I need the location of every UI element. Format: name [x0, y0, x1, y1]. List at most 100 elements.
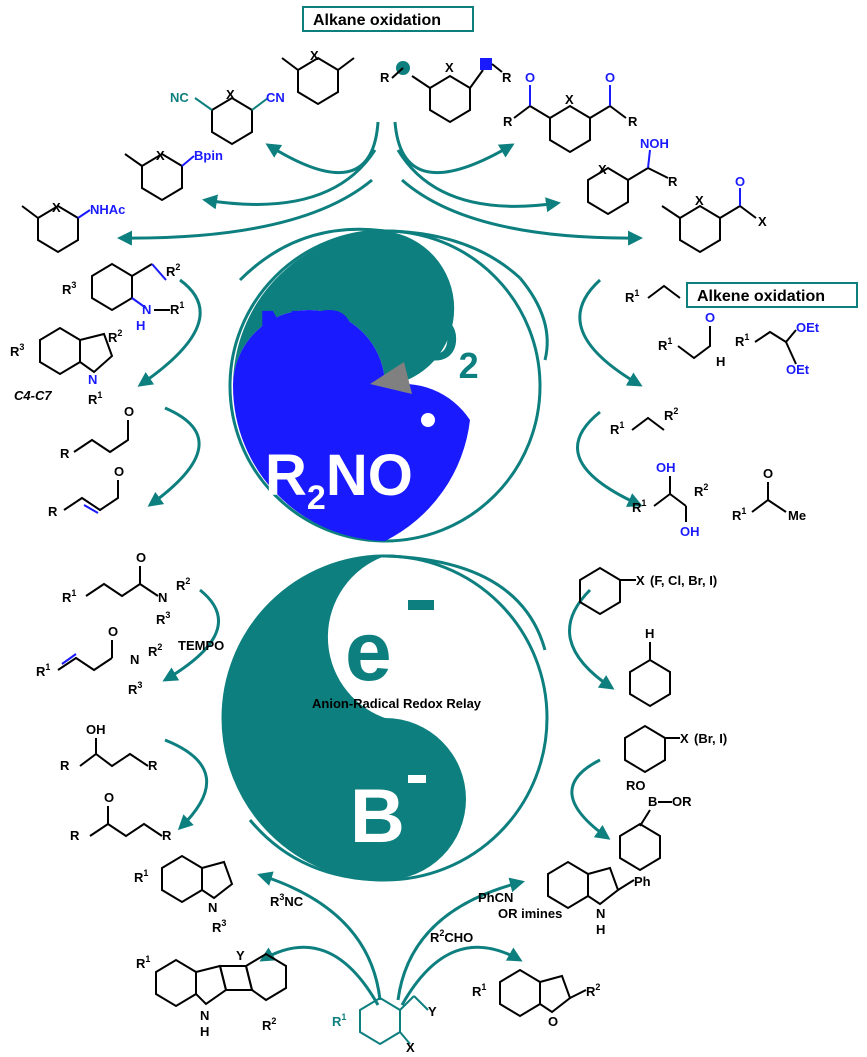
svg-text:X: X — [636, 573, 645, 588]
svg-text:X: X — [445, 60, 454, 75]
svg-text:R1: R1 — [632, 498, 646, 515]
svg-text:OH: OH — [86, 722, 106, 737]
svg-text:Alkene oxidation: Alkene oxidation — [697, 288, 825, 305]
b-minus — [408, 775, 426, 783]
svg-text:Alkane oxidation: Alkane oxidation — [313, 12, 441, 29]
svg-text:R: R — [162, 828, 172, 843]
svg-text:NC: NC — [170, 90, 189, 105]
svg-text:X: X — [565, 92, 574, 107]
svg-text:X: X — [156, 148, 165, 163]
svg-text:R2: R2 — [176, 576, 190, 593]
blue-region — [233, 310, 470, 541]
svg-text:R: R — [48, 504, 58, 519]
svg-text:R3: R3 — [212, 918, 226, 935]
svg-text:R3: R3 — [128, 680, 142, 697]
mol-diol: R1 OH OH R2 — [632, 460, 708, 539]
bottom-yinyang: e Anion-Radical Redox Relay B — [221, 554, 549, 882]
svg-text:RO: RO — [626, 778, 646, 793]
svg-text:N: N — [208, 900, 217, 915]
top-arrows — [117, 121, 643, 1006]
tempo-label: TEMPO — [178, 638, 224, 653]
svg-text:X: X — [52, 200, 61, 215]
mol-benzofuran: R2 O R1 R2CHO — [430, 928, 600, 1029]
svg-text:R2: R2 — [148, 642, 162, 659]
svg-text:O: O — [705, 310, 715, 325]
svg-text:C4-C7: C4-C7 — [14, 388, 52, 403]
relay-label: Anion-Radical Redox Relay — [312, 696, 482, 711]
svg-text:PhCN: PhCN — [478, 890, 513, 905]
svg-text:X: X — [406, 1040, 415, 1055]
svg-text:OR: OR — [672, 794, 692, 809]
svg-text:N: N — [158, 590, 167, 605]
svg-text:O: O — [763, 466, 773, 481]
svg-text:O: O — [124, 404, 134, 419]
svg-text:R: R — [380, 70, 390, 85]
mol-aryl-bri: X (Br, I) — [624, 724, 727, 774]
svg-text:O: O — [136, 550, 146, 565]
svg-text:R1: R1 — [625, 288, 639, 305]
mol-aminostyrene: R2 N H R1 R3 — [62, 262, 184, 333]
svg-text:R: R — [502, 70, 512, 85]
svg-text:R1: R1 — [88, 390, 102, 407]
svg-text:R1: R1 — [658, 336, 672, 353]
svg-text:H: H — [716, 354, 725, 369]
svg-text:R1: R1 — [136, 954, 150, 971]
mol-benzene: H — [629, 626, 671, 708]
svg-text:R1: R1 — [62, 588, 76, 605]
svg-text:X: X — [695, 193, 704, 208]
mol-acetal: R1 O H R1 OEt OEt — [658, 310, 820, 377]
svg-text:R: R — [70, 828, 80, 843]
svg-text:R1: R1 — [472, 982, 486, 999]
svg-text:R2: R2 — [262, 1016, 276, 1033]
svg-text:R1: R1 — [134, 868, 148, 885]
svg-text:Y: Y — [236, 948, 245, 963]
svg-text:R1: R1 — [36, 662, 50, 679]
svg-text:CN: CN — [266, 90, 285, 105]
svg-text:R2: R2 — [166, 262, 180, 279]
svg-text:R2: R2 — [586, 982, 600, 999]
svg-text:R: R — [60, 758, 70, 773]
mol-amide: R1 O N R2 R3 — [62, 550, 190, 627]
o2-label: O2 — [412, 306, 479, 386]
svg-text:O: O — [735, 174, 745, 189]
svg-text:OH: OH — [656, 460, 676, 475]
svg-text:OEt: OEt — [786, 362, 810, 377]
mol-enal: O R — [48, 464, 124, 519]
mol-xylene: X — [281, 48, 355, 106]
e-minus — [408, 600, 434, 610]
mol-indole: R2 N R1 R3 C4-C7 — [10, 326, 122, 407]
svg-text:R1: R1 — [610, 420, 624, 437]
svg-text:R2: R2 — [694, 482, 708, 499]
mol-2-phenylindole: Ph N H PhCN OR imines — [478, 860, 651, 937]
svg-text:R3: R3 — [156, 610, 170, 627]
svg-text:O: O — [108, 624, 118, 639]
svg-text:R: R — [503, 114, 513, 129]
svg-text:N: N — [88, 372, 97, 387]
svg-text:R1: R1 — [332, 1012, 346, 1029]
svg-text:O: O — [114, 464, 124, 479]
svg-text:X: X — [680, 731, 689, 746]
svg-text:Y: Y — [428, 1004, 437, 1019]
svg-text:N: N — [596, 906, 605, 921]
svg-text:OR imines: OR imines — [498, 906, 562, 921]
b-label: B — [350, 774, 405, 859]
mol-terminal-alkene: R1 — [625, 284, 681, 305]
mol-dinitrile: NC CN X — [170, 87, 285, 146]
top-yinyang: NO O2 R2NO — [228, 227, 549, 543]
svg-text:Me: Me — [788, 508, 806, 523]
svg-text:R2: R2 — [108, 328, 122, 345]
svg-text:O: O — [525, 70, 535, 85]
mol-diketone: O R O R X — [503, 70, 638, 154]
svg-text:R3: R3 — [62, 280, 76, 297]
svg-text:R2: R2 — [664, 406, 678, 423]
svg-text:(F, Cl, Br, I): (F, Cl, Br, I) — [650, 573, 717, 588]
mol-start: Y X R1 — [332, 995, 437, 1055]
mol-internal-alkene: R1 R2 — [610, 406, 678, 437]
r2cho-label: R2CHO — [430, 928, 473, 945]
alkane-header: Alkane oxidation — [302, 6, 474, 32]
svg-text:NHAc: NHAc — [90, 202, 125, 217]
svg-text:X: X — [226, 87, 235, 102]
r2no-label: R2NO — [265, 443, 413, 517]
